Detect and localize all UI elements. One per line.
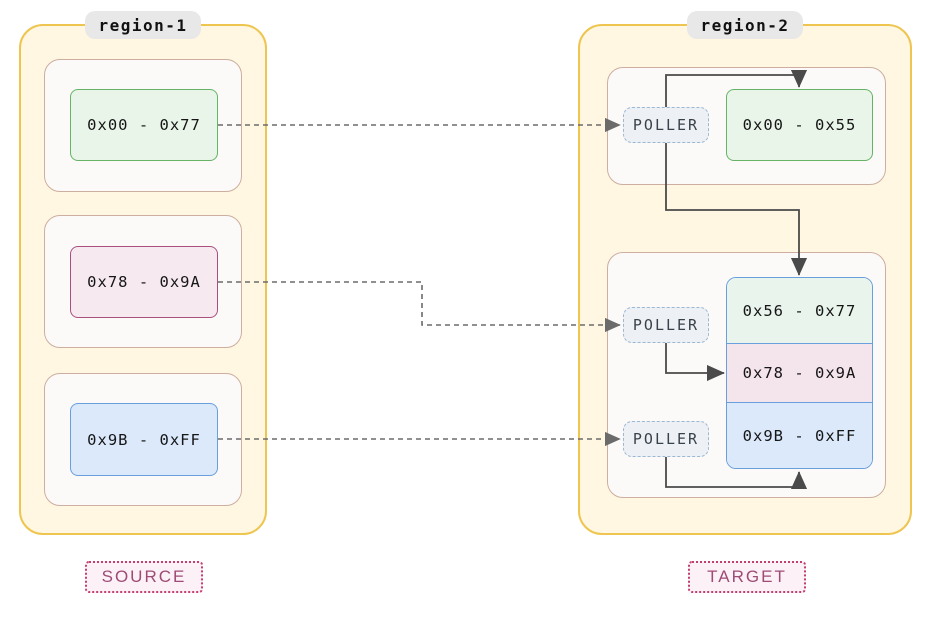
- poller-3: POLLER: [623, 421, 709, 457]
- source-role-badge: SOURCE: [85, 561, 203, 593]
- dashed-arrow-block2-poller2: [218, 281, 621, 333]
- region-1-title: region-1: [85, 11, 201, 39]
- region-2-title: region-2: [687, 11, 803, 39]
- poller-1: POLLER: [623, 107, 709, 143]
- source-block-2: 0x78 - 0x9A: [70, 246, 218, 318]
- target-block-top: 0x00 - 0x55: [726, 89, 873, 161]
- source-block-1: 0x00 - 0x77: [70, 89, 218, 161]
- stack-segment-3: 0x9B - 0xFF: [727, 403, 872, 468]
- target-stack: 0x56 - 0x77 0x78 - 0x9A 0x9B - 0xFF: [726, 277, 873, 469]
- stack-segment-2: 0x78 - 0x9A: [727, 344, 872, 403]
- poller-2: POLLER: [623, 307, 709, 343]
- source-block-3: 0x9B - 0xFF: [70, 403, 218, 476]
- stack-segment-1: 0x56 - 0x77: [727, 278, 872, 344]
- target-role-badge: TARGET: [688, 561, 806, 593]
